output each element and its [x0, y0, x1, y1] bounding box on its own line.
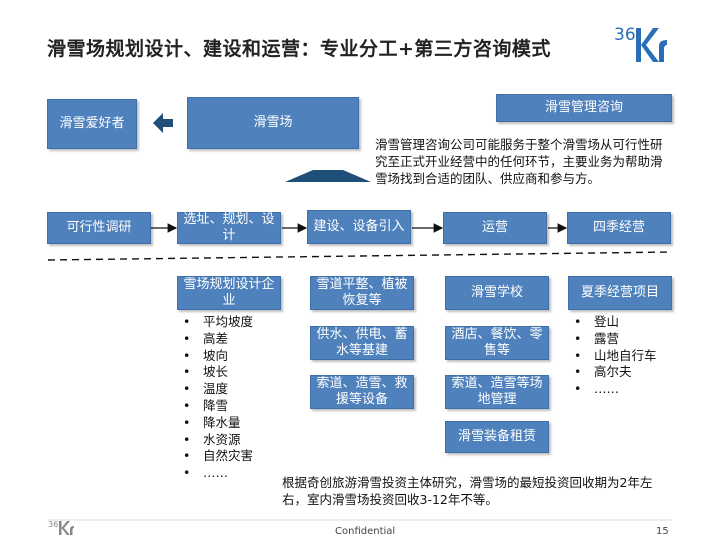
list-item: 降水量 [177, 415, 287, 432]
list-item: 自然灾害 [177, 448, 287, 465]
operation-hospitality-box: 酒店、餐饮、零售等 [445, 326, 549, 360]
investment-note: 根据奇创旅游滑雪投资主体研究，滑雪场的最短投资回收期为2年左右，室内滑雪场投资回… [282, 475, 653, 507]
footer-page-number: 15 [656, 526, 669, 537]
list-item: …… [177, 465, 287, 482]
list-item: 降雪 [177, 398, 287, 415]
process-construction: 建设、设备引入 [307, 210, 411, 244]
svg-text:36: 36 [614, 25, 636, 45]
list-item: 平均坡度 [177, 314, 287, 331]
list-item: 登山 [568, 314, 678, 331]
up-arrow-icon [285, 170, 371, 182]
seasonal-header: 夏季经营项目 [568, 276, 672, 310]
consulting-note: 滑雪管理咨询公司可能服务于整个滑雪场从可行性研究至正式开业经营中的任何环节，主要… [375, 137, 663, 186]
footer-logo: 36 [48, 520, 74, 535]
footer-confidential: Confidential [335, 526, 396, 537]
page-title: 滑雪场规划设计、建设和运营：专业分工+第三方咨询模式 [47, 38, 551, 60]
list-item: 高尔夫 [568, 364, 678, 381]
36kr-logo: 36 [614, 25, 667, 62]
planning-header: 雪场规划设计企业 [177, 276, 281, 310]
list-item: …… [568, 381, 678, 398]
process-feasibility: 可行性调研 [47, 212, 151, 244]
list-item: 温度 [177, 381, 287, 398]
list-item: 山地自行车 [568, 348, 678, 365]
list-item: 水资源 [177, 432, 287, 449]
list-item: 坡长 [177, 364, 287, 381]
list-item: 露营 [568, 331, 678, 348]
operation-ski-school-box: 滑雪学校 [445, 276, 549, 310]
consulting-box: 滑雪管理咨询 [496, 94, 672, 122]
svg-text:36: 36 [48, 520, 58, 529]
operation-rental-box: 滑雪装备租赁 [445, 421, 549, 453]
list-item: 高差 [177, 331, 287, 348]
enthusiast-box: 滑雪爱好者 [47, 99, 137, 149]
seasonal-activity-list: 登山 露营 山地自行车 高尔夫 …… [568, 314, 678, 398]
process-four-season: 四季经营 [567, 212, 671, 244]
planning-factor-list: 平均坡度 高差 坡向 坡长 温度 降雪 降水量 水资源 自然灾害 …… [177, 314, 287, 482]
left-arrow-icon [153, 113, 173, 133]
resort-box: 滑雪场 [187, 97, 359, 149]
list-item: 坡向 [177, 348, 287, 365]
construction-slope-box: 雪道平整、植被恢复等 [310, 276, 414, 310]
process-operation: 运营 [443, 212, 547, 244]
construction-infrastructure-box: 供水、供电、蓄水等基建 [310, 326, 414, 360]
process-site-planning: 选址、规划、设计 [177, 212, 281, 244]
construction-equipment-box: 索道、造雪、救援等设备 [310, 375, 414, 409]
dashed-separator [47, 251, 673, 261]
operation-site-management-box: 索道、造雪等场地管理 [445, 375, 549, 409]
